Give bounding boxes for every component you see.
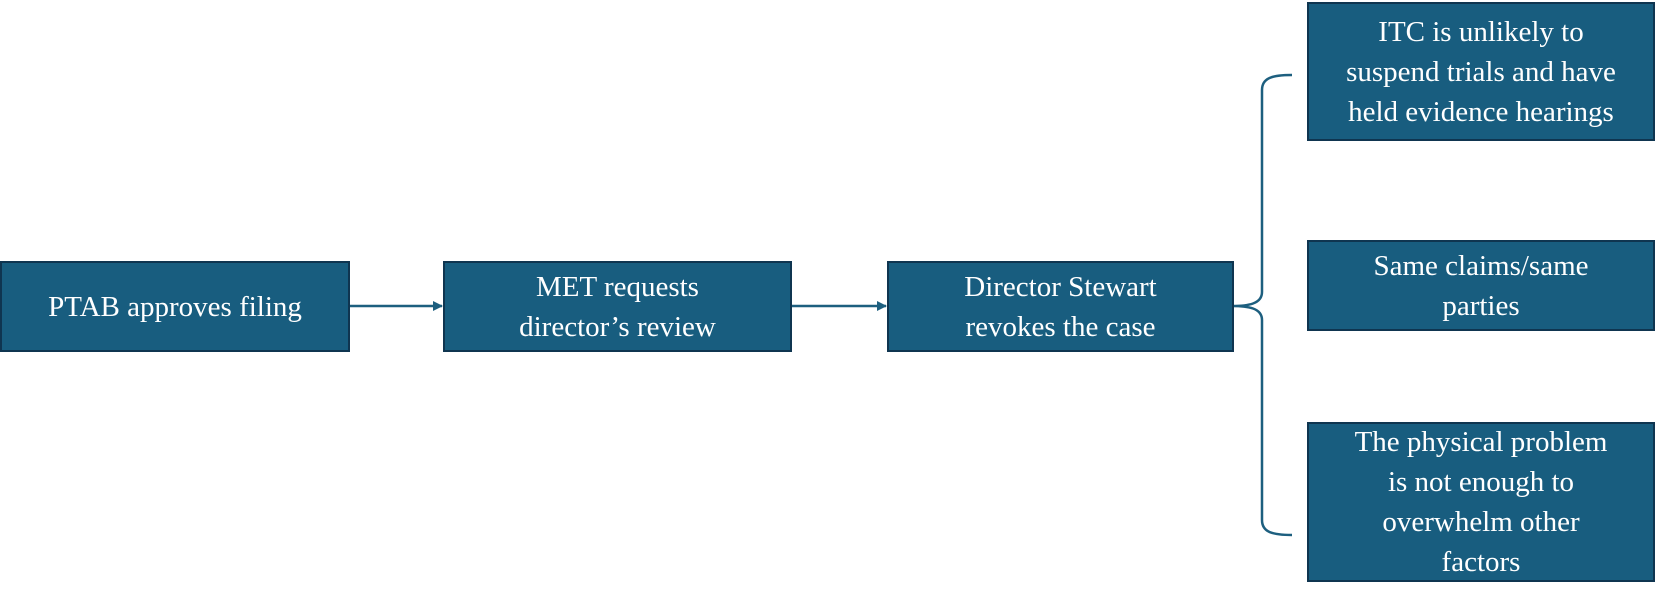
- node-met-label: MET requests director’s review: [519, 270, 716, 343]
- brace-connector: [1231, 73, 1293, 537]
- node-reason-physical-label: The physical problem is not enough to ov…: [1354, 426, 1608, 578]
- node-ptab-label: PTAB approves filing: [48, 290, 302, 323]
- node-director-revokes-case: Director Stewart revokes the case: [887, 261, 1234, 352]
- node-reason-itc-label: ITC is unlikely to suspend trials and ha…: [1346, 15, 1616, 128]
- node-reason-physical-problem: The physical problem is not enough to ov…: [1307, 422, 1655, 582]
- node-met-requests-review: MET requests director’s review: [443, 261, 792, 352]
- node-reason-same-claims: Same claims/same parties: [1307, 240, 1655, 331]
- node-reason-itc: ITC is unlikely to suspend trials and ha…: [1307, 2, 1655, 141]
- node-ptab-approves-filing: PTAB approves filing: [0, 261, 350, 352]
- node-director-label: Director Stewart revokes the case: [964, 270, 1157, 343]
- node-reason-same-claims-label: Same claims/same parties: [1373, 249, 1589, 322]
